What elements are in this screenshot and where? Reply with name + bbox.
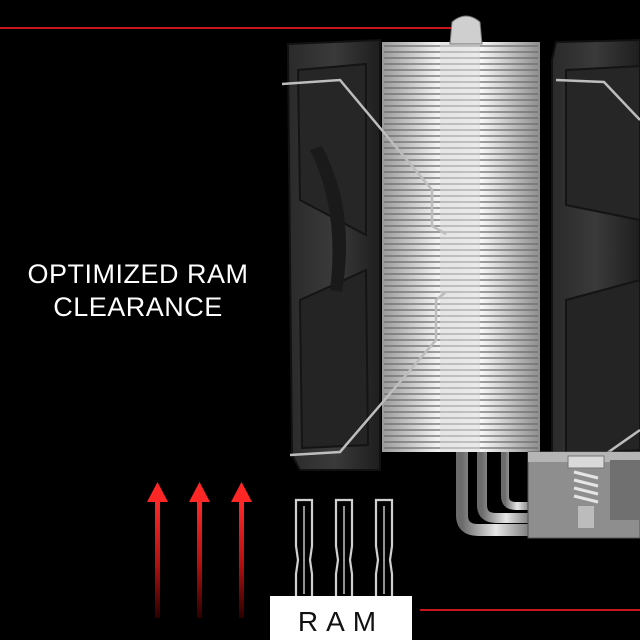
airflow-arrow-icon [147, 482, 168, 618]
top-accent-line [0, 27, 452, 29]
headline-line-2: CLEARANCE [53, 292, 223, 322]
left-fan [287, 38, 381, 471]
cooler-base [527, 451, 640, 539]
right-fan [551, 38, 640, 501]
ram-stick [374, 498, 394, 600]
airflow-arrow-icon [231, 482, 252, 618]
airflow-arrow-icon [189, 482, 210, 618]
headline-line-1: OPTIMIZED RAM [27, 259, 249, 289]
ram-stick [294, 498, 314, 600]
heat-pipes [456, 452, 530, 536]
spring-screw [573, 470, 599, 504]
ram-modules [294, 498, 394, 600]
bottom-accent-line [420, 609, 640, 611]
heatsink-fin-stack [382, 15, 540, 452]
feature-headline: OPTIMIZED RAM CLEARANCE [18, 258, 258, 324]
ram-label: RAM [270, 596, 412, 640]
ram-stick [334, 498, 354, 600]
